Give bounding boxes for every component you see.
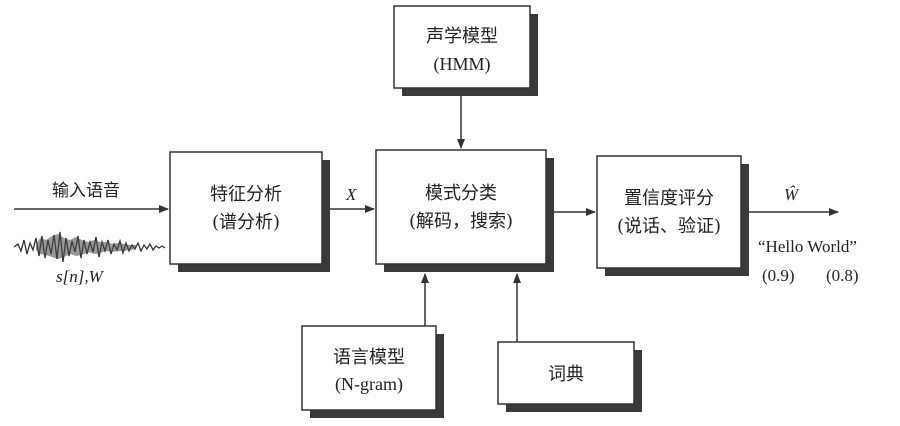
confidence-scoring-title: 置信度评分: [624, 188, 714, 209]
input-speech-label: 输入语音: [52, 181, 120, 201]
acoustic-model-subtitle: (HMM): [434, 54, 491, 75]
pattern-classification-title: 模式分类: [425, 183, 497, 204]
score-1: (0.9): [762, 266, 795, 285]
lexicon-box: 词典: [497, 341, 642, 412]
language-model-box: 语言模型 (N-gram): [301, 325, 444, 418]
feature-analysis-box: 特征分析 (谱分析): [169, 151, 330, 272]
feature-vector-label: X: [345, 185, 357, 204]
confidence-scoring-subtitle: (说话、验证): [617, 216, 721, 237]
speech-waveform-fill: [36, 234, 136, 259]
pattern-classification-subtitle: (解码，搜索): [409, 211, 513, 232]
language-model-title: 语言模型: [333, 347, 405, 368]
language-model-subtitle: (N-gram): [335, 374, 403, 395]
acoustic-model-title: 声学模型: [426, 26, 498, 47]
output-word-label: Ŵ: [784, 185, 800, 204]
feature-analysis-subtitle: (谱分析): [212, 212, 280, 233]
lexicon-title: 词典: [548, 364, 584, 385]
confidence-scoring-box: 置信度评分 (说话、验证): [596, 155, 749, 276]
output-text: “Hello World”: [758, 237, 857, 256]
feature-analysis-title: 特征分析: [210, 184, 282, 205]
signal-label: s[n],W: [56, 267, 105, 286]
pattern-classification-box: 模式分类 (解码，搜索): [375, 149, 554, 272]
score-2: (0.8): [826, 266, 859, 285]
acoustic-model-box: 声学模型 (HMM): [393, 5, 538, 96]
